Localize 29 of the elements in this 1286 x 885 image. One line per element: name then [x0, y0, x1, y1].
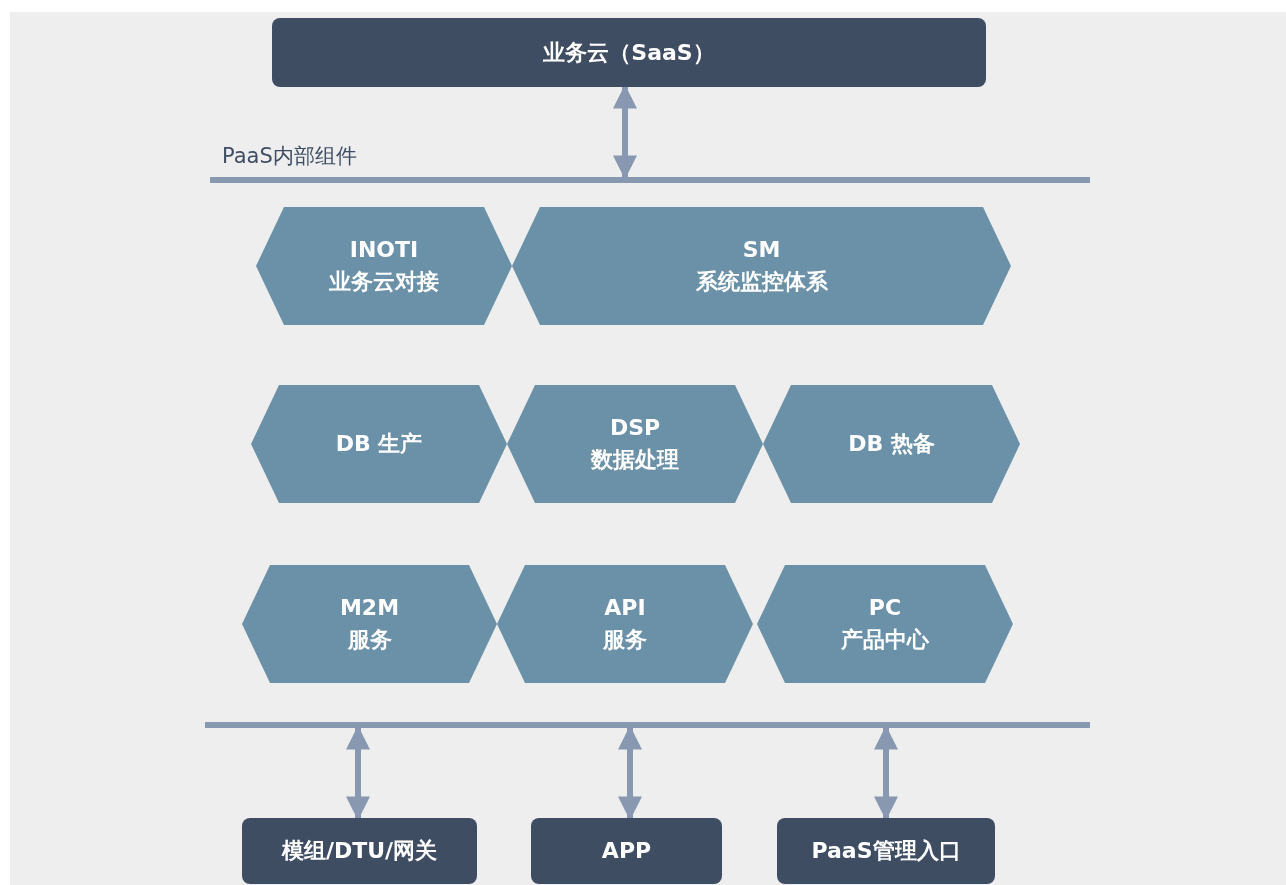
layer-box: [531, 818, 722, 884]
component-code: M2M: [339, 594, 400, 622]
component-label: 模组/DTU/网关: [281, 837, 438, 865]
component-code: PC: [868, 594, 902, 622]
component-label: DB 热备: [848, 430, 935, 458]
layer-box: [272, 18, 986, 87]
layer-box: [242, 818, 477, 884]
component-label: DB 生产: [335, 430, 423, 458]
layer-box: [777, 818, 995, 884]
component-label: 业务云（SaaS）: [543, 38, 715, 67]
divider-bar: [205, 722, 1090, 728]
component-label: 业务云对接: [329, 268, 439, 296]
component-label: 服务: [347, 626, 392, 654]
double-arrow: [346, 725, 370, 821]
component-label: APP: [601, 837, 652, 865]
component-code: API: [604, 594, 646, 622]
double-arrow: [874, 725, 898, 821]
component-label: 系统监控体系: [695, 268, 828, 296]
component-label: 服务: [603, 626, 647, 654]
component-code: SM: [742, 236, 781, 264]
component-label: 产品中心: [841, 626, 929, 654]
component-label: PaaS管理入口: [811, 837, 961, 865]
component-label: 数据处理: [591, 446, 679, 474]
component-code: DSP: [609, 414, 661, 442]
section-label: PaaS内部组件: [222, 143, 357, 170]
double-arrow: [613, 84, 637, 180]
double-arrow: [618, 725, 642, 821]
divider-bar: [210, 177, 1090, 183]
component-code: INOTI: [349, 236, 419, 264]
